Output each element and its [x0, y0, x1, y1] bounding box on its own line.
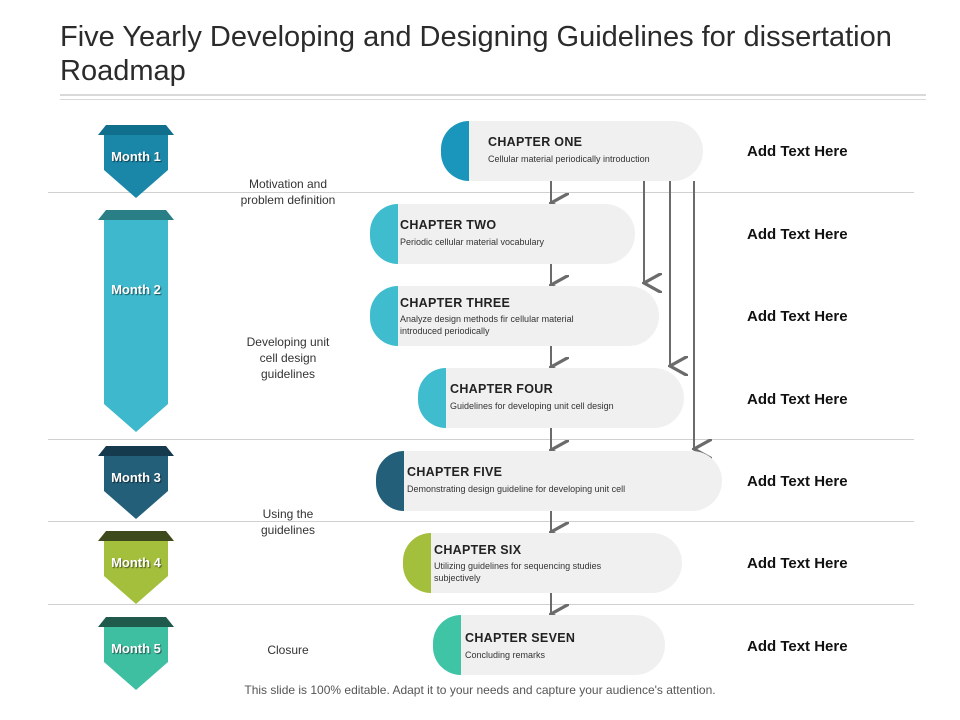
chapter-desc: Concluding remarks [465, 650, 546, 660]
month-3-ribbon: Month 3 [104, 446, 168, 519]
chapter-title: CHAPTER THREE [400, 296, 511, 310]
chapter-desc: Guidelines for developing unit cell desi… [450, 401, 614, 411]
add-text-placeholder: Add Text Here [747, 143, 848, 160]
ribbon-cap [98, 125, 174, 135]
chapter-title: CHAPTER ONE [488, 135, 583, 149]
month-3-label: Month 3 [111, 470, 161, 485]
chapter-desc: Cellular material periodically introduct… [488, 154, 650, 164]
footer-note: This slide is 100% editable. Adapt it to… [244, 683, 716, 697]
chapter-two-card: CHAPTER TWO Periodic cellular material v… [370, 204, 635, 264]
chapter-six-card: CHAPTER SIX Utilizing guidelines for seq… [403, 533, 682, 593]
add-text-placeholder: Add Text Here [747, 555, 848, 572]
chapter-title: CHAPTER SEVEN [465, 631, 576, 645]
chapter-title: CHAPTER FOUR [450, 382, 553, 396]
chapter-desc: Analyze design methods fir cellular mate… [400, 314, 574, 336]
chapter-desc: Periodic cellular material vocabulary [400, 237, 545, 247]
month-5-ribbon: Month 5 [104, 617, 168, 690]
chapter-title: CHAPTER SIX [434, 543, 522, 557]
month-2-label: Month 2 [111, 282, 161, 297]
ribbon-cap [98, 210, 174, 220]
phase-label: Developing unit cell design guidelines [246, 335, 330, 381]
ribbon-body [104, 220, 168, 432]
month-1-label: Month 1 [111, 149, 161, 164]
month-1-ribbon: Month 1 [104, 125, 168, 198]
month-4-ribbon: Month 4 [104, 531, 168, 604]
ribbon-cap [98, 531, 174, 541]
page-title: Five Yearly Developing and Designing Gui… [60, 21, 892, 87]
row-divider [48, 521, 914, 522]
phase-label: Motivation and problem definition [240, 177, 336, 207]
row-divider [48, 439, 914, 440]
chapter-four-card: CHAPTER FOUR Guidelines for developing u… [418, 368, 684, 428]
chapter-three-card: CHAPTER THREE Analyze design methods fir… [370, 286, 659, 346]
add-text-placeholder: Add Text Here [747, 473, 848, 490]
chapter-one-card: CHAPTER ONE Cellular material periodical… [441, 121, 703, 181]
phase-label: Closure [267, 643, 309, 657]
add-text-placeholder: Add Text Here [747, 226, 848, 243]
month-5-label: Month 5 [111, 641, 161, 656]
row-divider [48, 604, 914, 605]
ribbon-cap [98, 617, 174, 627]
chapter-seven-card: CHAPTER SEVEN Concluding remarks [433, 615, 665, 675]
month-2-ribbon: Month 2 [104, 210, 168, 432]
ribbon-cap [98, 446, 174, 456]
month-4-label: Month 4 [111, 555, 161, 570]
title-divider [60, 94, 926, 100]
chapter-five-card: CHAPTER FIVE Demonstrating design guidel… [376, 451, 722, 511]
phase-label: Using the guidelines [260, 507, 316, 537]
chapter-desc: Demonstrating design guideline for devel… [407, 484, 626, 494]
chapter-title: CHAPTER TWO [400, 218, 497, 232]
chapter-title: CHAPTER FIVE [407, 465, 503, 479]
add-text-placeholder: Add Text Here [747, 308, 848, 325]
chapter-desc: Utilizing guidelines for sequencing stud… [434, 561, 602, 583]
row-divider [48, 192, 914, 193]
add-text-placeholder: Add Text Here [747, 638, 848, 655]
add-text-placeholder: Add Text Here [747, 391, 848, 408]
